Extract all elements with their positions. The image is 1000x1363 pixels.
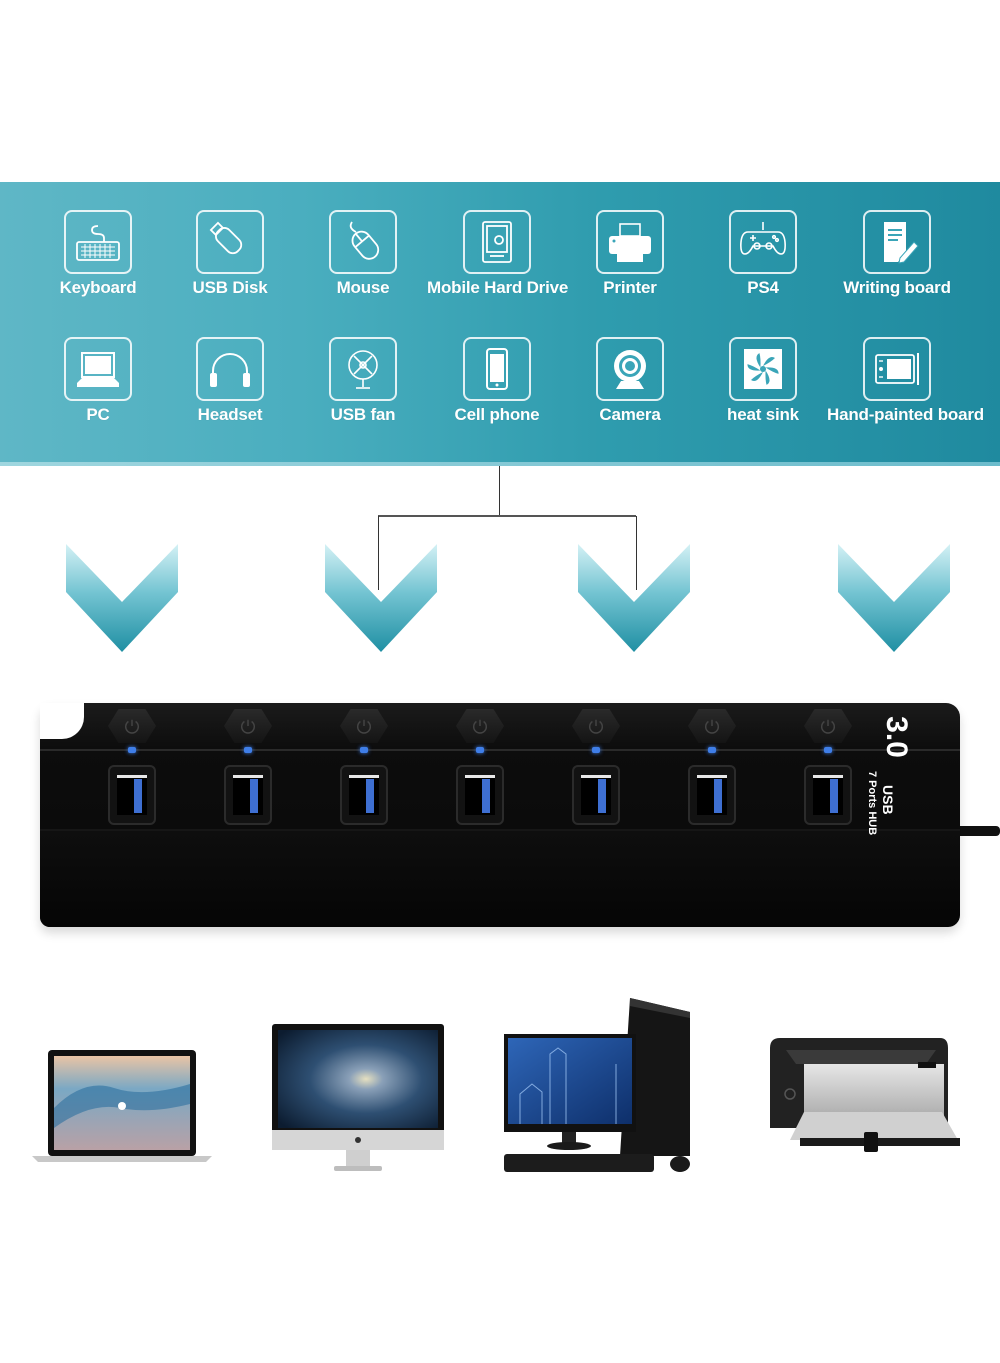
laptop-icon <box>64 337 132 401</box>
power-icon <box>588 719 604 734</box>
headset-icon <box>196 337 264 401</box>
device-label: Camera <box>599 405 661 424</box>
hub-port-7 <box>788 703 868 829</box>
device-label: Printer <box>603 278 657 297</box>
device-label: Mouse <box>336 278 390 297</box>
power-switch-button[interactable] <box>108 709 156 743</box>
power-switch-button[interactable] <box>572 709 620 743</box>
usb-port <box>804 765 852 825</box>
hub-notch <box>40 703 84 739</box>
chevron-down-icon <box>838 544 950 652</box>
device-label: Writing board <box>843 278 951 297</box>
connector-line-left <box>378 516 379 590</box>
usb-port <box>340 765 388 825</box>
usb-port <box>456 765 504 825</box>
status-led <box>360 747 368 753</box>
power-switch-button[interactable] <box>224 709 272 743</box>
fan-icon <box>329 337 397 401</box>
usb-hub: 3.0 USB 7 Ports HUB <box>40 703 960 927</box>
hub-port-6 <box>672 703 752 829</box>
heat-sink-icon <box>729 337 797 401</box>
hub-front-face <box>40 831 960 927</box>
power-icon <box>704 719 720 734</box>
printer-icon <box>596 210 664 274</box>
status-led <box>592 747 600 753</box>
usb-disk-icon <box>196 210 264 274</box>
connector-line-bar <box>378 515 636 517</box>
connector-line-right <box>636 516 637 590</box>
desktop-pc-image <box>504 998 690 1172</box>
hard-drive-icon <box>463 210 531 274</box>
power-switch-button[interactable] <box>340 709 388 743</box>
mouse-icon <box>329 210 397 274</box>
hub-version-label: 3.0 <box>880 716 913 758</box>
device-tile-pc: PC <box>28 337 168 425</box>
hub-band <box>40 749 960 751</box>
power-switch-button[interactable] <box>456 709 504 743</box>
status-led <box>476 747 484 753</box>
device-tile-mobile-hard-drive: Mobile Hard Drive <box>427 210 569 298</box>
device-label: Mobile Hard Drive <box>427 278 569 297</box>
hub-port-1 <box>92 703 172 829</box>
device-label: Cell phone <box>454 405 540 424</box>
webcam-icon <box>596 337 664 401</box>
connector-line-stem <box>499 466 500 516</box>
hub-band <box>40 829 960 831</box>
power-icon <box>240 719 256 734</box>
usb-port <box>108 765 156 825</box>
chevron-down-icon <box>578 544 690 652</box>
status-led <box>244 747 252 753</box>
device-label: PC <box>86 405 110 424</box>
hub-port-2 <box>208 703 288 829</box>
keyboard-icon <box>64 210 132 274</box>
power-icon <box>124 719 140 734</box>
laptop-image <box>32 1050 212 1162</box>
device-tile-cell-phone: Cell phone <box>427 337 567 425</box>
gamepad-icon <box>729 210 797 274</box>
chevron-down-icon <box>66 544 178 652</box>
phone-icon <box>463 337 531 401</box>
device-tile-usb-fan: USB fan <box>293 337 433 425</box>
device-label: Headset <box>197 405 263 424</box>
laser-printer-image <box>770 1038 960 1152</box>
writing-board-icon <box>863 210 931 274</box>
usb-port <box>572 765 620 825</box>
hub-brand-label: USB <box>880 785 896 815</box>
device-tile-printer: Printer <box>560 210 700 298</box>
device-label: Hand-painted board <box>827 405 984 424</box>
device-label: USB fan <box>330 405 396 424</box>
power-icon <box>472 719 488 734</box>
usb-port <box>688 765 736 825</box>
device-tile-usb-disk: USB Disk <box>160 210 300 298</box>
hub-port-4 <box>440 703 520 829</box>
hub-subtitle-label: 7 Ports HUB <box>866 771 878 836</box>
usb-cable <box>956 826 1000 836</box>
drawing-tablet-icon <box>863 337 931 401</box>
device-tile-ps4: PS4 <box>693 210 833 298</box>
device-tile-writing-board: Writing board <box>827 210 967 298</box>
device-tile-keyboard: Keyboard <box>28 210 168 298</box>
device-label: Keyboard <box>59 278 137 297</box>
device-tile-camera: Camera <box>560 337 700 425</box>
device-tile-mouse: Mouse <box>293 210 433 298</box>
usb-port <box>224 765 272 825</box>
power-icon <box>356 719 372 734</box>
device-tile-hand-painted-board: Hand-painted board <box>827 337 984 425</box>
device-tile-headset: Headset <box>160 337 300 425</box>
chevron-down-icon <box>325 544 437 652</box>
power-switch-button[interactable] <box>804 709 852 743</box>
status-led <box>128 747 136 753</box>
device-label: heat sink <box>727 405 799 424</box>
status-led <box>824 747 832 753</box>
all-in-one-desktop-image <box>272 1024 444 1171</box>
device-label: USB Disk <box>192 278 268 297</box>
device-label: PS4 <box>747 278 779 297</box>
power-icon <box>820 719 836 734</box>
status-led <box>708 747 716 753</box>
hub-port-3 <box>324 703 404 829</box>
power-switch-button[interactable] <box>688 709 736 743</box>
compatible-devices-banner: Keyboard USB Disk Mouse <box>0 182 1000 466</box>
hub-port-5 <box>556 703 636 829</box>
device-tile-heat-sink: heat sink <box>693 337 833 425</box>
